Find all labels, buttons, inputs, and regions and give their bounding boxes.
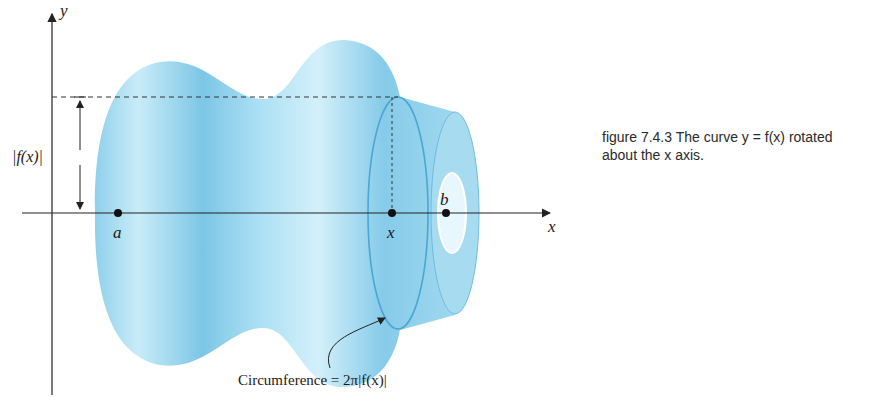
y-axis xyxy=(51,14,52,395)
point xyxy=(442,209,450,217)
tick xyxy=(74,97,86,98)
point-label: a xyxy=(113,224,122,243)
circumference-label: Circumference = 2π|f(x)| xyxy=(238,372,387,389)
figure-caption: figure 7.4.3 The curve y = f(x) rotated … xyxy=(602,128,852,164)
dashed-guide xyxy=(392,97,393,211)
point-label: b xyxy=(440,191,449,210)
point xyxy=(114,209,122,217)
dimension-arrow xyxy=(80,101,81,150)
x-axis xyxy=(22,212,550,213)
axis-label: y xyxy=(60,2,68,21)
axis-label: x xyxy=(548,218,556,237)
dimension-arrow xyxy=(80,165,81,209)
point xyxy=(388,209,396,217)
leader-line xyxy=(328,318,385,368)
dimension-label: |f(x)| xyxy=(12,148,43,166)
dashed-guide xyxy=(52,97,398,98)
point-label: x xyxy=(387,224,395,243)
